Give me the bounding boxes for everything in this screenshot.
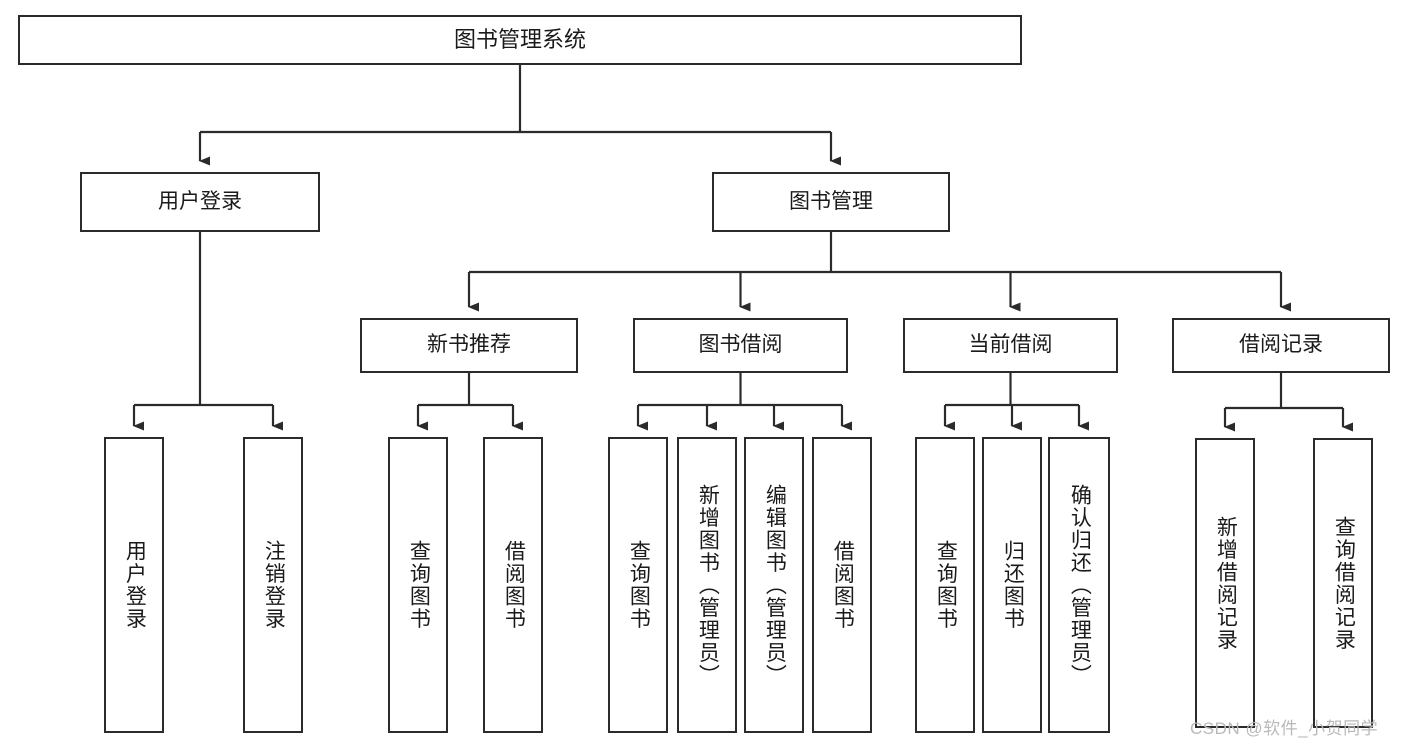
- node-b3[interactable]: 编辑图书（管理员）: [744, 437, 804, 733]
- node-c1[interactable]: 查询图书: [915, 437, 975, 733]
- node-r2[interactable]: 查询借阅记录: [1313, 438, 1373, 728]
- node-root[interactable]: 图书管理系统: [18, 15, 1022, 65]
- node-label: 当前借阅: [968, 333, 1053, 357]
- node-label: 图书管理系统: [453, 27, 586, 53]
- node-label: 图书借阅: [698, 333, 783, 357]
- node-label: 借阅图书: [831, 540, 855, 630]
- node-records[interactable]: 借阅记录: [1172, 318, 1390, 373]
- node-label: 查询图书: [627, 540, 651, 630]
- node-login[interactable]: 用户登录: [80, 172, 320, 232]
- node-b1[interactable]: 查询图书: [608, 437, 668, 733]
- node-label: 用户登录: [158, 189, 242, 213]
- node-current[interactable]: 当前借阅: [903, 318, 1118, 373]
- node-b2[interactable]: 新增图书（管理员）: [677, 437, 737, 733]
- node-label: 新增图书（管理员）: [696, 483, 720, 687]
- node-newbook[interactable]: 新书推荐: [360, 318, 578, 373]
- node-n2[interactable]: 借阅图书: [483, 437, 543, 733]
- node-n1[interactable]: 查询图书: [388, 437, 448, 733]
- csdn-watermark: CSDN @软件_小贺同学: [1190, 719, 1379, 738]
- node-label: 查询图书: [407, 540, 431, 630]
- node-borrow[interactable]: 图书借阅: [633, 318, 848, 373]
- node-bookmgmt[interactable]: 图书管理: [712, 172, 950, 232]
- node-label: 图书管理: [789, 189, 873, 213]
- node-label: 归还图书: [1001, 540, 1025, 630]
- node-label: 编辑图书（管理员）: [763, 483, 787, 687]
- node-label: 借阅记录: [1239, 333, 1323, 357]
- node-c2[interactable]: 归还图书: [982, 437, 1042, 733]
- node-c3[interactable]: 确认归还（管理员）: [1048, 437, 1110, 733]
- node-l1[interactable]: 用户登录: [104, 437, 164, 733]
- node-label: 用户登录: [123, 540, 147, 630]
- node-label: 确认归还（管理员）: [1068, 483, 1092, 687]
- node-label: 借阅图书: [502, 540, 526, 630]
- node-label: 新书推荐: [427, 333, 511, 357]
- node-b4[interactable]: 借阅图书: [812, 437, 872, 733]
- node-l2[interactable]: 注销登录: [243, 437, 303, 733]
- node-label: 查询借阅记录: [1332, 515, 1356, 651]
- node-label: 查询图书: [934, 540, 958, 630]
- node-r1[interactable]: 新增借阅记录: [1195, 438, 1255, 728]
- node-label: 注销登录: [262, 540, 286, 630]
- node-label: 新增借阅记录: [1214, 515, 1238, 651]
